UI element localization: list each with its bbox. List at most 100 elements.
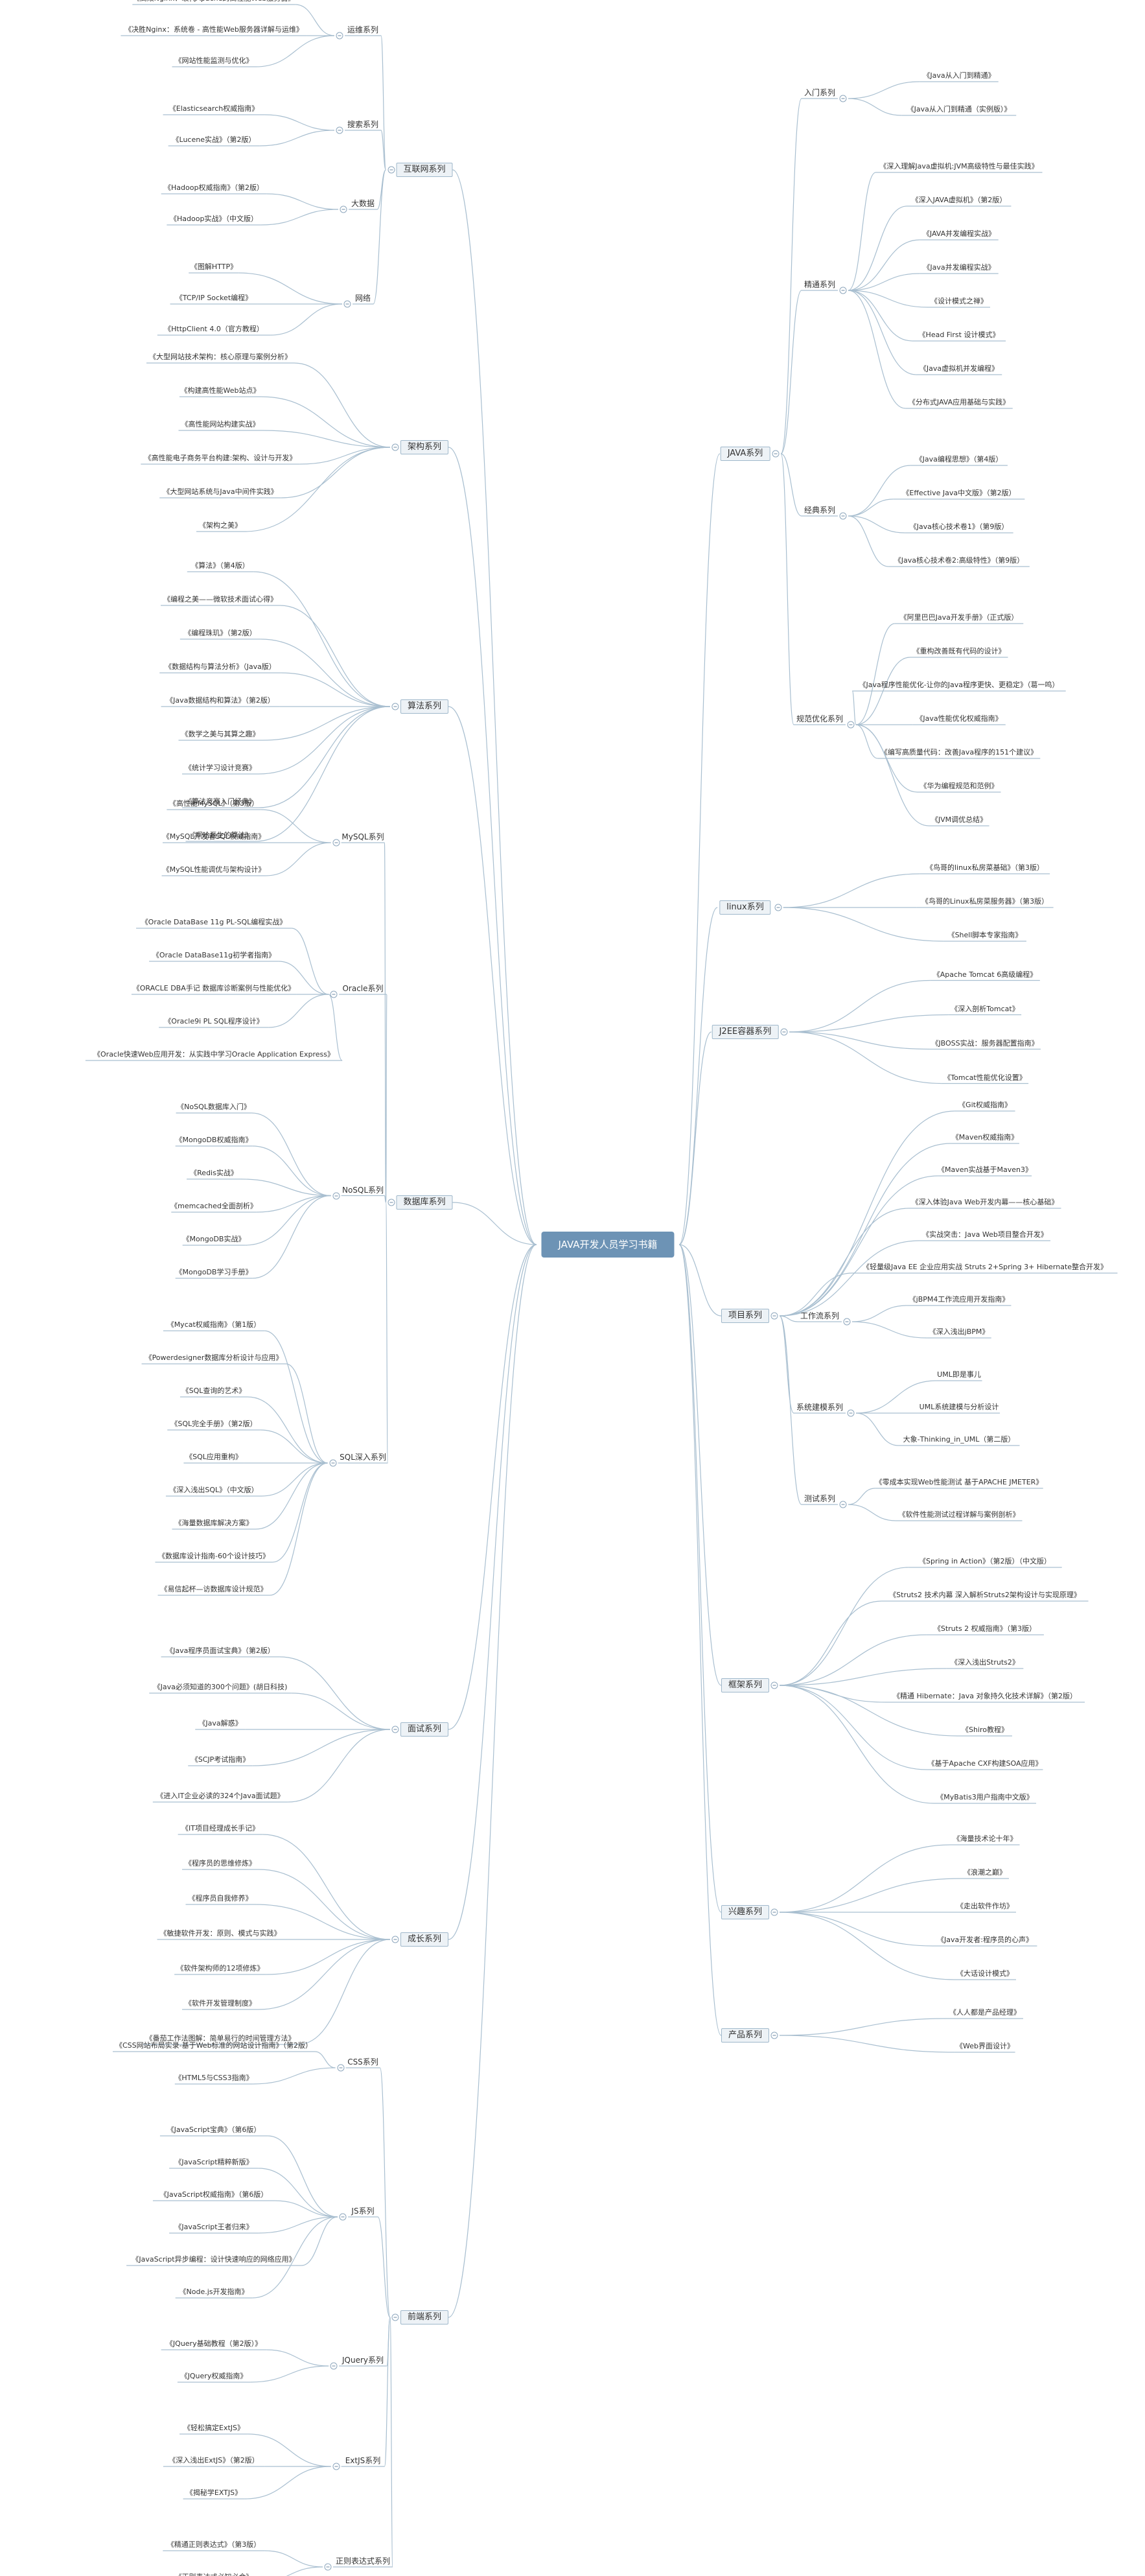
category-toggle-7-3[interactable] — [847, 721, 855, 729]
book-title: 《编写高质量代码：改善Java程序的151个建议》 — [880, 748, 1038, 756]
book-title: 《算法竞赛入门经典》 — [185, 797, 256, 806]
branch-toggle-8[interactable] — [774, 904, 782, 911]
category-toggle-10-8[interactable] — [839, 1501, 847, 1508]
category-toggle-10-6[interactable] — [843, 1318, 851, 1326]
book-title: 《深入JAVA虚拟机》（第2版） — [911, 196, 1007, 204]
book-title: 《MongoDB权威指南》 — [175, 1136, 253, 1144]
book-title: 《Effective Java中文版》（第2版） — [902, 489, 1016, 497]
book-title: 《Hadoop实战》（中文版） — [170, 215, 258, 223]
branch-toggle-1[interactable] — [391, 443, 399, 451]
branch-toggle-2[interactable] — [391, 703, 399, 710]
book-title: 《SCJP考试指南》 — [191, 1755, 250, 1764]
book-title: 《JBOSS实战：服务器配置指南》 — [931, 1038, 1039, 1048]
category-toggle-7-0[interactable] — [839, 95, 847, 102]
branch-10: 项目系列 — [721, 1309, 770, 1323]
book-title: 《Redis实战》 — [190, 1169, 238, 1177]
book-title: 《零成本实现Web性能测试 基于APACHE JMETER》 — [875, 1478, 1043, 1486]
category-toggle-3-3[interactable] — [329, 1459, 337, 1467]
book-title: 《Tomcat性能优化设置》 — [943, 1073, 1026, 1082]
category-3-2: NoSQL系列 — [341, 1185, 384, 1195]
book-title: 《Apache Tomcat 6高级编程》 — [932, 970, 1037, 979]
category-toggle-7-2[interactable] — [839, 512, 847, 520]
book-title: 《进入IT企业必读的324个Java面试题》 — [156, 1792, 284, 1800]
category-toggle-3-1[interactable] — [330, 990, 338, 998]
category-toggle-10-7[interactable] — [847, 1409, 855, 1417]
branch-toggle-6[interactable] — [391, 2313, 399, 2321]
book-title: 《程序员的思维修炼》 — [185, 1859, 256, 1868]
category-toggle-0-3[interactable] — [343, 300, 351, 308]
branch-toggle-7[interactable] — [772, 450, 780, 458]
branch-toggle-10[interactable] — [770, 1312, 778, 1320]
book-title: 《轻量级Java EE 企业应用实战 Struts 2+Spring 3+ Hi… — [862, 1263, 1108, 1271]
book-title: 《Head First 设计模式》 — [918, 331, 1000, 339]
branch-toggle-13[interactable] — [770, 2032, 778, 2039]
book-title: 《IT项目经理成长手记》 — [181, 1824, 259, 1832]
book-title: 《NoSQL数据库入门》 — [177, 1103, 251, 1111]
book-title: UML系统建模与分析设计 — [919, 1403, 999, 1411]
category-toggle-0-2[interactable] — [340, 205, 347, 213]
branch-toggle-12[interactable] — [770, 1908, 778, 1916]
book-title: 《轻松搞定ExtJS》 — [183, 2424, 244, 2432]
book-title: 《Lucene实战》（第2版） — [172, 135, 256, 144]
book-title: 《Oracle快速Web应用开发：从实践中学习Oracle Applicatio… — [93, 1050, 334, 1059]
branch-9: J2EE容器系列 — [711, 1025, 779, 1039]
book-title: 大象-Thinking_in_UML（第二版） — [903, 1435, 1015, 1444]
category-toggle-3-0[interactable] — [332, 839, 340, 847]
category-toggle-0-1[interactable] — [336, 126, 343, 134]
book-title: 《TCP/IP Socket编程》 — [175, 294, 253, 302]
category-toggle-6-0[interactable] — [337, 2064, 345, 2072]
book-title: 《Git权威指南》 — [958, 1101, 1012, 1109]
category-3-0: MySQL系列 — [341, 832, 384, 841]
branch-toggle-4[interactable] — [391, 1726, 399, 1733]
book-title: 《Java核心技术卷1》（第9版） — [909, 522, 1009, 531]
category-toggle-6-3[interactable] — [332, 2463, 340, 2470]
branch-13: 产品系列 — [721, 2028, 770, 2043]
branch-2: 算法系列 — [400, 699, 449, 714]
branch-0: 互联网系列 — [396, 163, 453, 177]
book-title: 《Maven实战基于Maven3》 — [938, 1165, 1032, 1174]
book-title: 《memcached全面剖析》 — [170, 1202, 257, 1210]
book-title: 《统计学习设计竞赛》 — [185, 764, 256, 772]
category-6-0: CSS系列 — [347, 2057, 378, 2067]
book-title: 《人人都是产品经理》 — [949, 2008, 1021, 2017]
branch-toggle-3[interactable] — [387, 1199, 395, 1206]
book-title: 《JavaScript王者归来》 — [174, 2223, 253, 2231]
branch-1: 架构系列 — [400, 440, 449, 454]
branch-toggle-9[interactable] — [780, 1028, 788, 1036]
book-title: 《揭秘学EXTJS》 — [185, 2488, 242, 2497]
book-title: 《敏捷软件开发：原则、模式与实践》 — [159, 1929, 281, 1938]
book-title: 《Java核心技术卷2:高级特性》（第9版） — [894, 556, 1024, 565]
book-title: 《Oracle9i PL SQL程序设计》 — [164, 1017, 264, 1025]
book-title: 《软件架构师的12项修炼》 — [176, 1964, 264, 1973]
book-title: 《数学之美与其算之趣》 — [181, 730, 260, 738]
branch-toggle-11[interactable] — [770, 1681, 778, 1689]
category-toggle-6-2[interactable] — [330, 2362, 338, 2370]
book-title: 《Mycat权威指南》（第1版） — [167, 1320, 261, 1329]
category-6-4: 正则表达式系列 — [335, 2557, 391, 2566]
book-title: 《精通 Hibernate：Java 对象持久化技术详解》（第2版） — [893, 1692, 1077, 1700]
category-toggle-3-2[interactable] — [332, 1192, 340, 1199]
category-toggle-6-4[interactable] — [324, 2563, 332, 2571]
book-title: 《海量技术论十年》 — [953, 1834, 1017, 1843]
category-toggle-6-1[interactable] — [339, 2213, 347, 2221]
branch-toggle-0[interactable] — [387, 166, 395, 174]
branch-toggle-5[interactable] — [391, 1936, 399, 1943]
book-title: 《正则表达式必知必会》 — [175, 2573, 253, 2576]
book-title: 《Java编程思想》（第4版） — [915, 455, 1003, 463]
book-title: 《高效Nginx：取代Apache的高性能Web服务器》 — [133, 0, 295, 5]
category-10-6: 工作流系列 — [800, 1311, 840, 1320]
book-title: 《浪潮之巅》 — [964, 1868, 1006, 1877]
book-title: 《jBPM4工作流应用开发指南》 — [908, 1295, 1010, 1304]
book-title: 《大话设计模式》 — [956, 1969, 1013, 1978]
category-6-2: JQuery系列 — [341, 2356, 384, 2365]
book-title: 《Spring in Action》（第2版）（中文版） — [919, 1557, 1051, 1565]
category-toggle-7-1[interactable] — [839, 287, 847, 294]
book-title: 《JavaScript权威指南》（第6版） — [159, 2190, 268, 2199]
branch-6: 前端系列 — [400, 2310, 449, 2324]
book-title: 《实战突击：Java Web项目整合开发》 — [922, 1230, 1048, 1239]
book-title: 《鸟哥的linux私房菜基础》（第3版） — [925, 863, 1045, 872]
book-title: 《深入剖析Tomcat》 — [951, 1004, 1019, 1013]
category-7-1: 精通系列 — [804, 280, 836, 289]
category-toggle-0-0[interactable] — [336, 32, 343, 40]
